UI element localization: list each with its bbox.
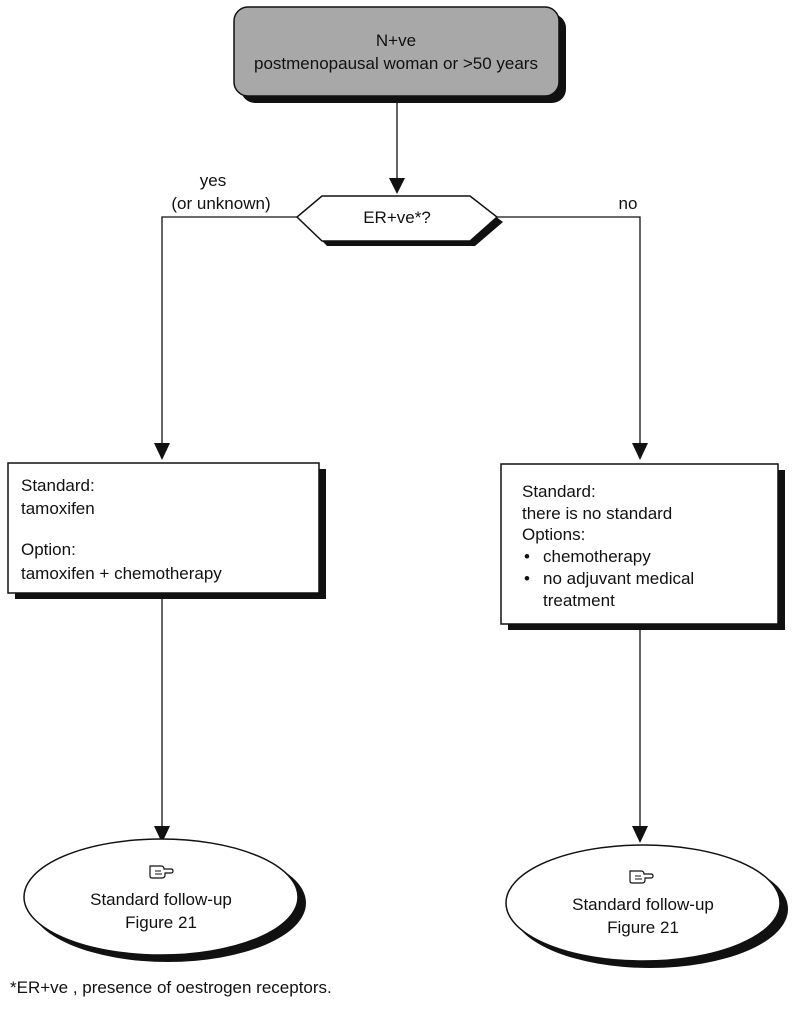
left-standard-heading: Standard: bbox=[21, 476, 95, 495]
left-end-node: Standard follow-up Figure 21 bbox=[23, 838, 306, 962]
branch-yes-line2: (or unknown) bbox=[171, 194, 270, 213]
right-end-line2: Figure 21 bbox=[607, 918, 679, 937]
branch-no-label: no bbox=[619, 194, 638, 213]
right-end-line1: Standard follow-up bbox=[572, 895, 714, 914]
footnote: *ER+ve , presence of oestrogen receptors… bbox=[10, 978, 332, 997]
start-line2: postmenopausal woman or >50 years bbox=[254, 54, 538, 73]
start-line1: N+ve bbox=[376, 31, 416, 50]
pointing-hand-icon bbox=[629, 870, 654, 884]
right-option-1: chemotherapy bbox=[543, 547, 651, 566]
left-end-line2: Figure 21 bbox=[125, 913, 197, 932]
right-end-node: Standard follow-up Figure 21 bbox=[505, 844, 788, 968]
left-end-line1: Standard follow-up bbox=[90, 890, 232, 909]
right-option-2-line1: no adjuvant medical bbox=[543, 569, 694, 588]
connector-left-end bbox=[154, 593, 170, 843]
decision-label: ER+ve*? bbox=[363, 208, 431, 227]
connector-no-branch bbox=[497, 216, 648, 460]
connector-start-decision bbox=[389, 96, 405, 194]
start-node: N+ve postmenopausal woman or >50 years bbox=[233, 6, 566, 103]
branch-yes-line1: yes bbox=[200, 171, 226, 190]
left-option-value: tamoxifen + chemotherapy bbox=[21, 564, 222, 583]
right-bullet-1: • bbox=[524, 547, 530, 566]
right-treatment-box: Standard: there is no standard Options: … bbox=[500, 463, 785, 630]
connector-right-end bbox=[632, 624, 648, 843]
right-standard-value: there is no standard bbox=[522, 504, 672, 523]
right-option-2-line2: treatment bbox=[543, 591, 615, 610]
left-option-heading: Option: bbox=[21, 540, 76, 559]
connector-yes-branch bbox=[154, 216, 297, 460]
decision-node: ER+ve*? bbox=[295, 195, 503, 246]
right-bullet-2: • bbox=[524, 569, 530, 588]
right-options-heading: Options: bbox=[522, 525, 585, 544]
right-standard-heading: Standard: bbox=[522, 482, 596, 501]
pointing-hand-icon bbox=[149, 865, 174, 879]
left-treatment-box: Standard: tamoxifen Option: tamoxifen + … bbox=[7, 462, 326, 599]
left-standard-value: tamoxifen bbox=[21, 499, 95, 518]
